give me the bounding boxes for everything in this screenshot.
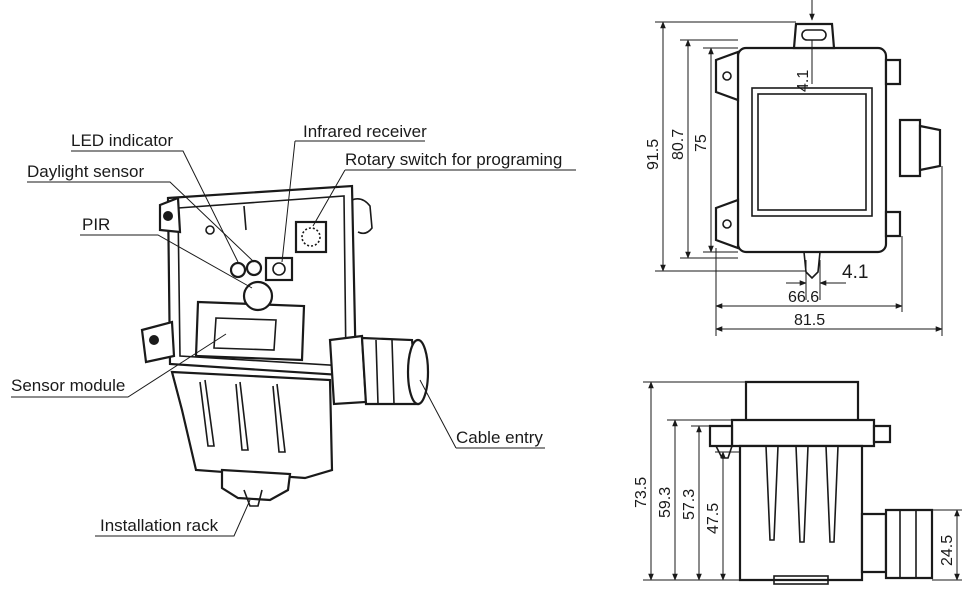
dim-73-5: 73.5 <box>633 477 650 508</box>
sensor-module-part <box>194 300 306 362</box>
dim-81-5: 81.5 <box>794 312 825 329</box>
perspective-view <box>140 184 430 507</box>
callouts: LED indicator Infrared receiver Daylight… <box>11 122 576 537</box>
cable-gland-part <box>328 334 430 406</box>
dim-66-6: 66.6 <box>788 289 819 306</box>
label-led-indicator: LED indicator <box>71 131 173 150</box>
label-cable-entry: Cable entry <box>456 428 543 447</box>
dim-24-5: 24.5 <box>939 535 956 566</box>
side-view: 73.5 59.3 57.3 47.5 24.5 <box>633 380 962 585</box>
cooling-fins <box>199 379 286 453</box>
label-installation-rack: Installation rack <box>100 516 219 535</box>
label-daylight-sensor: Daylight sensor <box>27 162 145 181</box>
board-components <box>205 205 328 282</box>
dim-4-1-bottom: 4.1 <box>842 262 868 283</box>
dim-47-5: 47.5 <box>705 503 722 534</box>
mounting-ears <box>140 196 373 364</box>
pir-dome <box>242 280 274 312</box>
front-view: 91.5 80.7 75 4.1 4.1 66.6 81.5 <box>645 0 943 336</box>
installation-rack-part <box>220 468 292 507</box>
dim-91-5: 91.5 <box>645 139 662 170</box>
label-sensor-module: Sensor module <box>11 376 125 395</box>
dim-57-3: 57.3 <box>681 489 698 520</box>
dim-75: 75 <box>693 134 710 152</box>
label-infrared-receiver: Infrared receiver <box>303 122 427 141</box>
dim-80-7: 80.7 <box>670 129 687 160</box>
label-pir: PIR <box>82 215 110 234</box>
dim-4-1-top: 4.1 <box>795 70 812 92</box>
dim-59-3: 59.3 <box>657 487 674 518</box>
label-rotary-switch: Rotary switch for programing <box>345 150 562 169</box>
